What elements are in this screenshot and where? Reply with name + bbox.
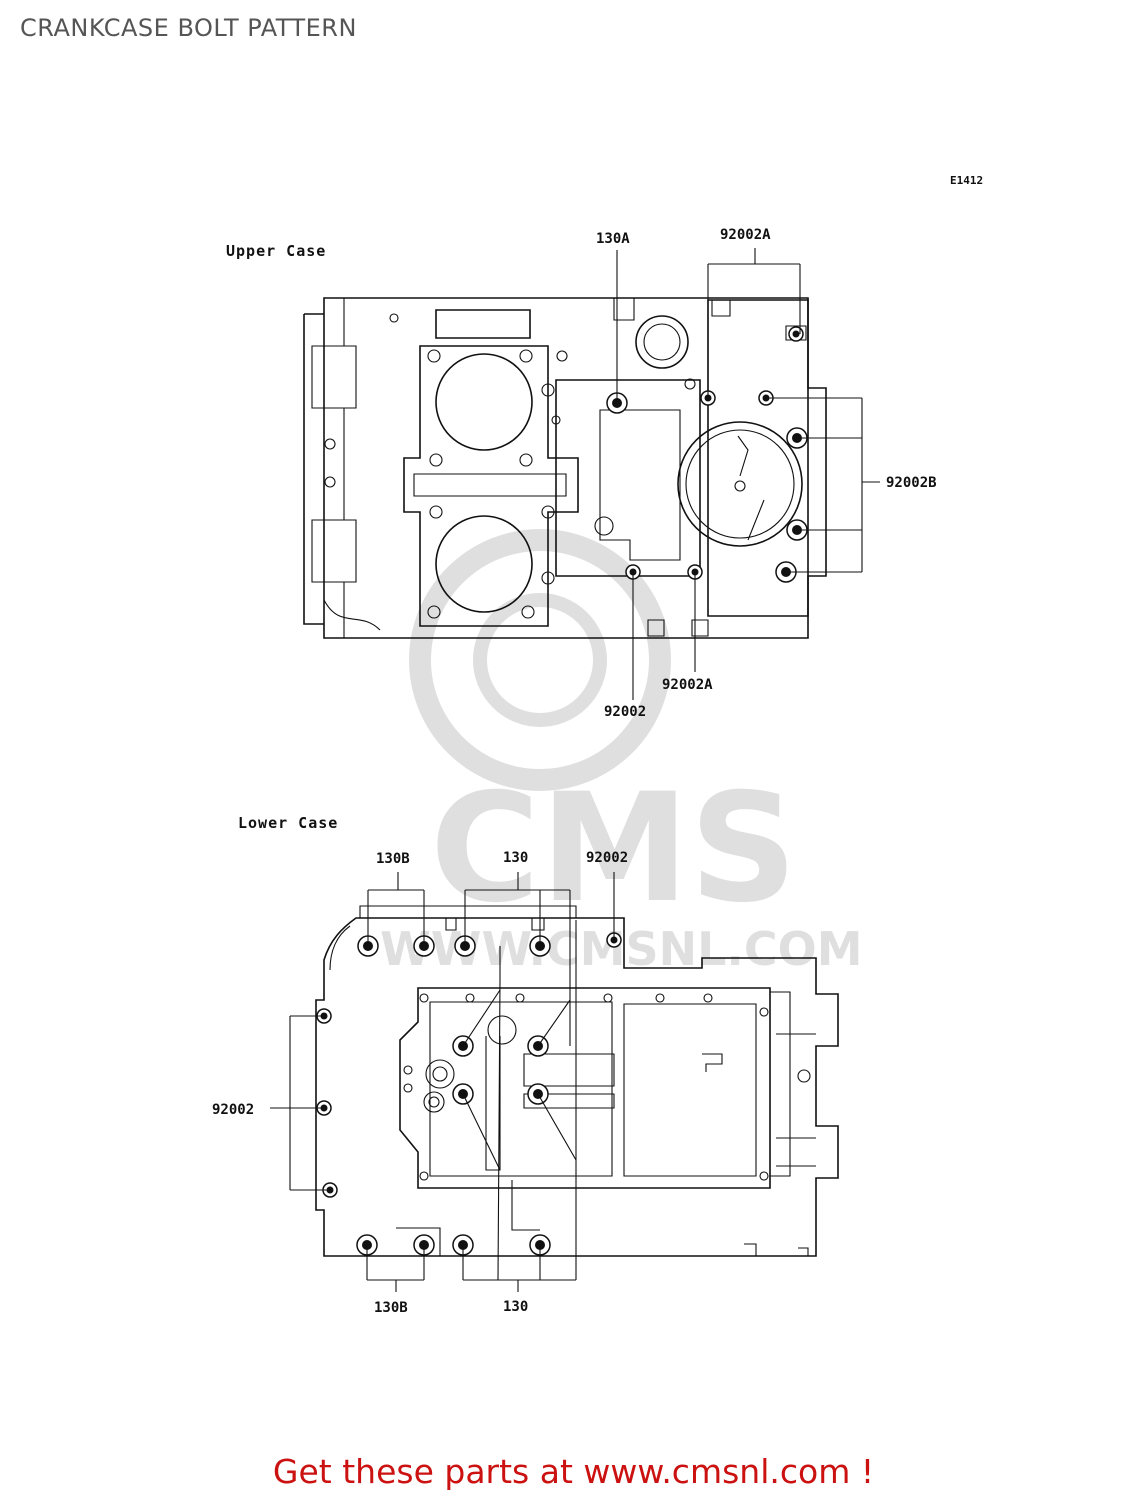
watermark: CMS WWW.CMSNL.COM [380,529,863,976]
page-title: CRANKCASE BOLT PATTERN [20,14,357,42]
callout-92002B: 92002B [886,475,937,491]
lower-case-drawing [315,905,839,1257]
callout-92002-top: 92002 [586,850,628,866]
callout-130B-top: 130B [376,851,410,867]
callout-92002-left: 92002 [212,1102,254,1118]
callout-130-top: 130 [503,850,528,866]
lower-case-leaders [270,872,615,1292]
callout-130-bottom: 130 [503,1299,528,1315]
callout-92002A-top: 92002A [720,227,771,243]
callout-130B-bottom: 130B [374,1300,408,1316]
bolt-130-4[interactable] [527,1035,549,1057]
figure-code: E1412 [950,174,983,187]
bolt-130-3[interactable] [452,1035,474,1057]
callout-130A: 130A [596,231,630,247]
upper-case-bolts [606,326,808,583]
callout-92002: 92002 [604,704,646,720]
upper-case-drawing [303,297,827,639]
upper-case-label: Upper Case [226,242,326,260]
bolt-92002A-2[interactable] [788,326,804,342]
upper-case-leaders [616,248,880,700]
bolt-92002B-3[interactable] [786,519,808,541]
lower-case-label: Lower Case [238,814,338,832]
footer-link[interactable]: Get these parts at www.cmsnl.com ! [272,1452,875,1491]
callout-92002A-bottom: 92002A [662,677,713,693]
